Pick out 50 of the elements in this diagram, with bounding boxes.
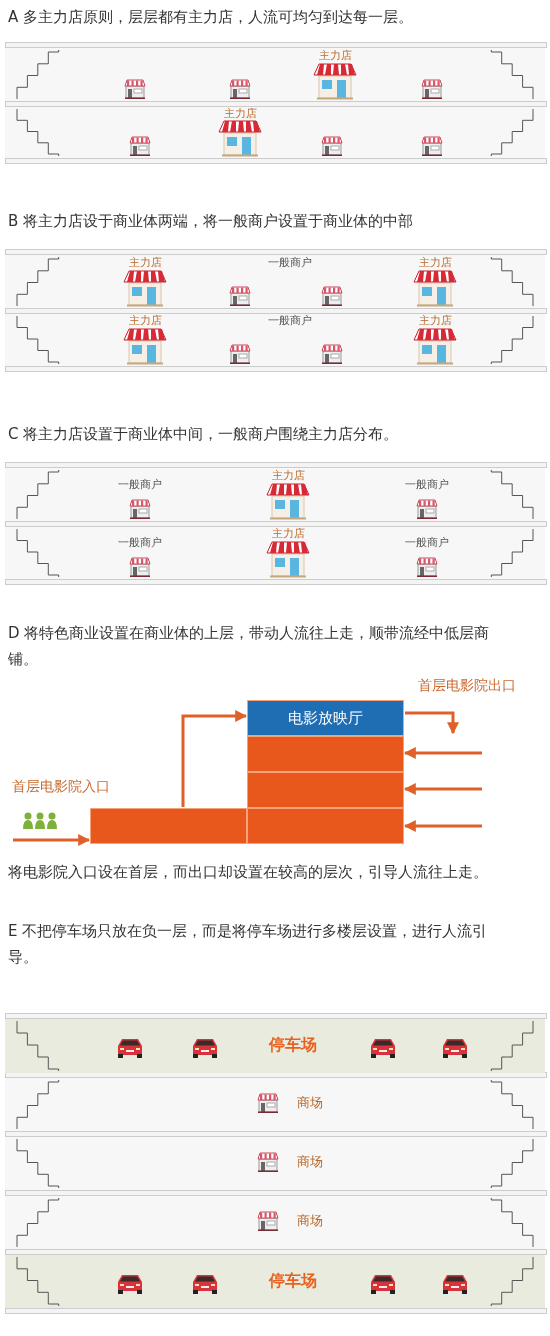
mall-label: 商场 bbox=[297, 1213, 323, 1229]
anchor-store-label: 主力店 bbox=[418, 256, 452, 270]
shop-label: 一般商户 bbox=[268, 314, 312, 328]
anchor-store-label: 主力店 bbox=[318, 49, 352, 63]
entrance-label: 首层电影院入口 bbox=[12, 778, 110, 796]
shop-label: 一般商户 bbox=[268, 256, 312, 270]
note-text: 将电影院入口设在首层，而出口却设置在较高的层次，引导人流往上走。 bbox=[8, 862, 488, 883]
section-heading: B 将主力店设于商业体两端，将一般商户设置于商业体的中部 bbox=[8, 212, 414, 231]
floor-band bbox=[5, 1255, 545, 1308]
cinema-hall-box bbox=[247, 700, 404, 736]
section-heading: D 将特色商业设置在商业体的上层，带动人流往上走，顺带流经中低层商铺。 bbox=[8, 623, 491, 670]
floor-band bbox=[5, 468, 545, 521]
shop-label: 一般商户 bbox=[118, 536, 162, 550]
floor-band bbox=[5, 314, 545, 366]
hall-label: 电影放映厅 bbox=[288, 708, 363, 728]
anchor-store-label: 主力店 bbox=[271, 469, 305, 483]
floor-band bbox=[5, 1137, 545, 1190]
section-heading: E 不把停车场只放在负一层，而是将停车场进行多楼层设置，进行人流引导。 bbox=[8, 921, 489, 968]
floor-band bbox=[5, 107, 545, 158]
mall-label: 商场 bbox=[297, 1095, 323, 1111]
floor-band bbox=[5, 1078, 545, 1131]
floor-band bbox=[5, 1196, 545, 1249]
shop-label: 一般商户 bbox=[405, 478, 449, 492]
anchor-store-label: 主力店 bbox=[271, 527, 305, 541]
floor-band bbox=[5, 527, 545, 579]
arrow bbox=[403, 820, 482, 832]
anchor-store-label: 主力店 bbox=[418, 314, 452, 328]
arrow bbox=[13, 834, 91, 846]
floor-box bbox=[247, 772, 404, 808]
parking-label: 停车场 bbox=[269, 1035, 317, 1055]
arrow bbox=[181, 710, 248, 807]
anchor-store-label: 主力店 bbox=[223, 107, 257, 121]
arrow bbox=[403, 747, 482, 759]
shop-label: 一般商户 bbox=[118, 478, 162, 492]
shop-label: 一般商户 bbox=[405, 536, 449, 550]
floor-band bbox=[5, 255, 545, 308]
section-heading: A 多主力店原则，层层都有主力店，人流可均匀到达每一层。 bbox=[8, 8, 414, 27]
section-heading: C 将主力店设置于商业体中间，一般商户围绕主力店分布。 bbox=[8, 425, 399, 444]
floor-box bbox=[90, 808, 247, 844]
floor-box bbox=[247, 808, 404, 844]
floor-band bbox=[5, 1019, 545, 1073]
anchor-store-label: 主力店 bbox=[128, 256, 162, 270]
floor-box bbox=[247, 736, 404, 772]
arrow bbox=[405, 711, 459, 735]
mall-label: 商场 bbox=[297, 1154, 323, 1170]
exit-label: 首层电影院出口 bbox=[418, 677, 516, 695]
anchor-store-label: 主力店 bbox=[128, 314, 162, 328]
floor-band bbox=[5, 48, 545, 101]
parking-label: 停车场 bbox=[269, 1271, 317, 1291]
arrow bbox=[403, 783, 482, 795]
